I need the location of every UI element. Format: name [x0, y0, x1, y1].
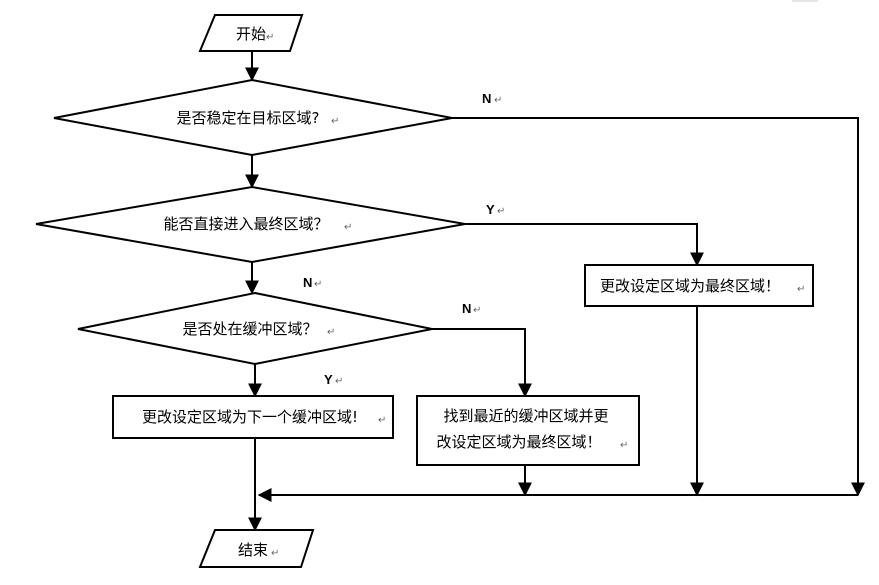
decision-stable: [53, 78, 453, 157]
label-direct-no: N: [303, 275, 312, 290]
decision-buffer-label: 是否处在缓冲区域？: [182, 320, 317, 338]
paragraph-mark: ↵: [494, 95, 502, 106]
paragraph-mark: ↵: [335, 376, 343, 387]
decision-buffer: [77, 291, 433, 366]
label-buffer-yes: Y: [324, 372, 333, 387]
paragraph-mark: ↵: [331, 116, 339, 127]
end-terminal: [198, 529, 315, 568]
decision-direct-label: 能否直接进入最终区域？: [163, 215, 328, 233]
end-label: 结束: [238, 541, 268, 559]
process-nearest-line1: 找到最近的缓冲区域并更: [443, 407, 608, 425]
process-nearest-line2: 改设定区域为最终区域！: [436, 433, 601, 451]
arrow-stable-no-path: [452, 117, 865, 497]
paragraph-mark: ↵: [378, 415, 386, 426]
start-terminal: [198, 14, 304, 52]
paragraph-mark: ↵: [497, 206, 505, 217]
decision-stable-label: 是否稳定在目标区域?: [177, 109, 320, 127]
arrow-buffer-no-path: [432, 328, 532, 398]
paragraph-mark: ↵: [327, 327, 335, 338]
process-final: [584, 264, 814, 307]
process-next-buffer-label: 更改设定区域为下一个缓冲区域!: [142, 408, 358, 426]
label-stable-no: N: [482, 91, 491, 106]
paragraph-mark: ↵: [344, 222, 352, 233]
process-final-label: 更改设定区域为最终区域！: [600, 277, 780, 295]
start-label: 开始: [236, 25, 266, 43]
paragraph-mark: ↵: [314, 279, 322, 290]
paragraph-mark: ↵: [271, 548, 279, 559]
decision-direct: [35, 185, 466, 264]
paragraph-mark: ↵: [797, 284, 805, 295]
label-buffer-no: N: [462, 301, 471, 316]
process-nearest: [416, 395, 640, 466]
arrow-direct-yes-path: [465, 223, 704, 267]
paragraph-mark: ↵: [473, 305, 481, 316]
paragraph-mark: ↵: [620, 440, 628, 451]
paragraph-mark: ↵: [266, 32, 274, 43]
process-next-buffer: [112, 395, 394, 439]
label-direct-yes: Y: [486, 202, 495, 217]
